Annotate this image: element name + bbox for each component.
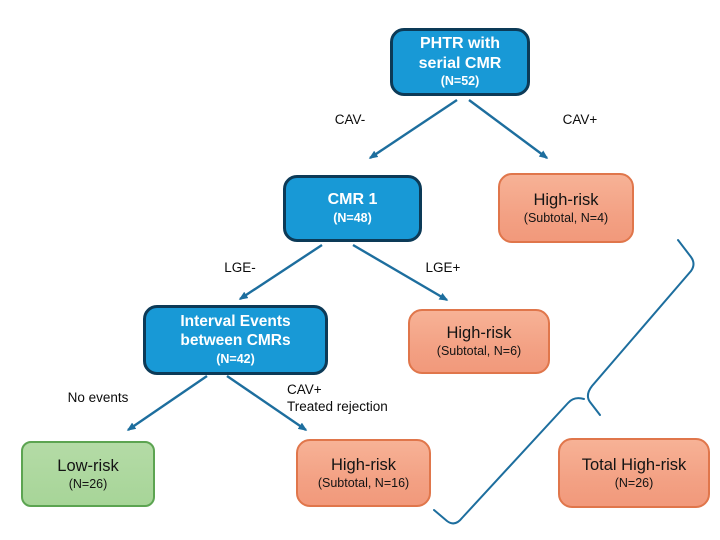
node-highrisk-lge-count: (Subtotal, N=6)	[436, 344, 522, 359]
node-cmr1: CMR 1 (N=48)	[283, 175, 422, 242]
node-lowrisk: Low-risk (N=26)	[21, 441, 155, 507]
node-cmr1-count: (N=48)	[333, 210, 372, 225]
edge-label-cav-pos: CAV+	[562, 112, 598, 127]
arrow-interval-to-highrisk-events	[226, 375, 308, 431]
edge-label-lge-neg: LGE-	[224, 260, 256, 275]
grouping-brace-lower	[433, 397, 585, 525]
node-highrisk-cav-count: (Subtotal, N=4)	[523, 210, 609, 225]
node-highrisk-events-label: High-risk	[330, 455, 397, 474]
arrow-root-to-cmr1	[368, 99, 458, 159]
edge-label-cav-pos-treated: CAV+ Treated rejection	[287, 382, 388, 415]
node-interval-label: Interval Events between CMRs	[180, 312, 291, 349]
arrow-root-to-highrisk-cav	[468, 99, 549, 159]
node-interval-events: Interval Events between CMRs (N=42)	[143, 305, 328, 375]
node-highrisk-events: High-risk (Subtotal, N=16)	[296, 439, 431, 507]
node-lowrisk-count: (N=26)	[68, 476, 108, 491]
node-highrisk-lge-label: High-risk	[446, 324, 512, 343]
node-lowrisk-label: Low-risk	[57, 456, 119, 475]
arrow-cmr1-to-highrisk-lge	[352, 243, 449, 302]
node-total-highrisk: Total High-risk (N=26)	[558, 438, 710, 508]
node-highrisk-lge: High-risk (Subtotal, N=6)	[408, 309, 550, 374]
edge-label-lge-pos: LGE+	[425, 260, 461, 275]
node-highrisk-cav-label: High-risk	[533, 190, 599, 209]
node-interval-count: (N=42)	[216, 351, 255, 366]
node-highrisk-cav: High-risk (Subtotal, N=4)	[498, 173, 634, 243]
edge-label-no-events: No events	[67, 390, 129, 405]
node-highrisk-events-count: (Subtotal, N=16)	[317, 475, 410, 490]
node-total-highrisk-count: (N=26)	[614, 475, 654, 490]
node-total-highrisk-label: Total High-risk	[581, 455, 687, 474]
node-phtr-count: (N=52)	[440, 74, 480, 89]
arrow-cmr1-to-interval	[238, 243, 323, 301]
arrow-interval-to-lowrisk	[126, 375, 208, 431]
node-phtr-label: PHTR with serial CMR	[418, 35, 502, 72]
node-cmr1-label: CMR 1	[327, 191, 378, 209]
grouping-brace	[586, 239, 695, 416]
edge-label-cav-neg: CAV-	[334, 112, 366, 127]
node-phtr-serial-cmr: PHTR with serial CMR (N=52)	[390, 28, 530, 96]
